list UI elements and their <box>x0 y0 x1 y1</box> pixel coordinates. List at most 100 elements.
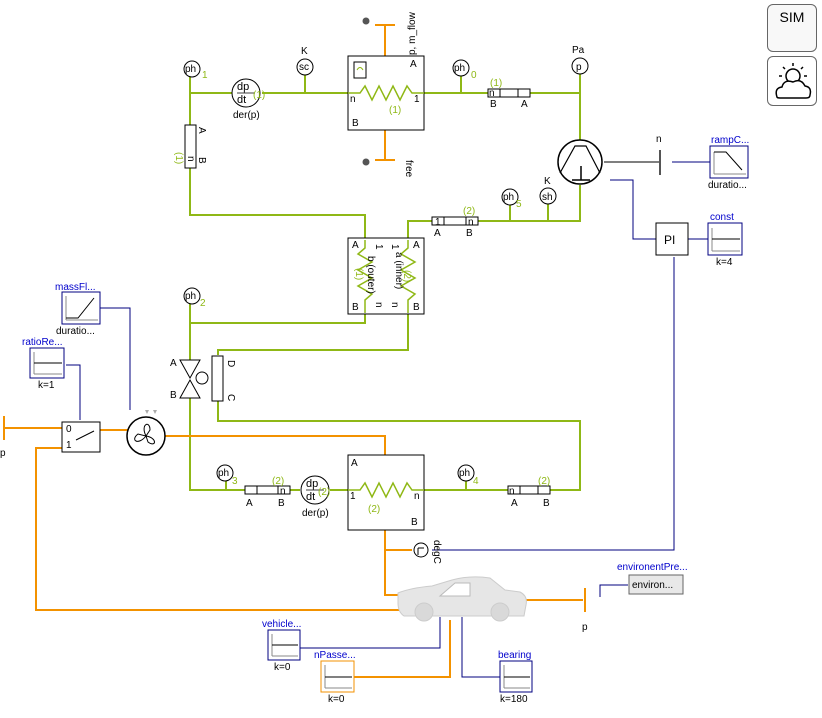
heat-line-fan-cond[interactable] <box>165 435 386 455</box>
ihx-port-a-right: A <box>413 240 420 251</box>
fluid-line-ihx-outer-bottom[interactable] <box>189 313 366 360</box>
ph-sensor-0[interactable]: ph 0 <box>452 59 477 93</box>
subcooling-unit: K <box>301 46 308 57</box>
signal-ratio-switch[interactable] <box>66 364 81 420</box>
evaporator-index: (1) <box>389 105 401 116</box>
fluid-connections <box>189 92 581 491</box>
constant-block[interactable]: const k=4 <box>707 212 743 268</box>
passengers-constant[interactable]: nPasse... k=0 <box>314 650 356 705</box>
valve-upper-index: (1) <box>173 152 184 164</box>
valve-upper-port-a: A <box>196 127 207 134</box>
ph-sensor-1[interactable]: ph 1 <box>183 60 208 93</box>
ramp-block[interactable]: rampC... duratio... <box>708 135 749 191</box>
shaft-connection: n <box>604 134 662 175</box>
signal-pi-compressor[interactable] <box>610 179 656 240</box>
switch-label-1: 1 <box>66 440 72 451</box>
ph-sensor-1-label: ph <box>185 64 196 75</box>
pipe-3[interactable]: (2) n A B <box>244 476 291 509</box>
valve-upper-port-n: n <box>185 156 196 162</box>
vehicle-cabin[interactable] <box>397 576 527 622</box>
ph-sensor-2-index: 2 <box>200 298 206 309</box>
pipe-4-port-b: B <box>543 498 550 509</box>
pipe-4-port-n: n <box>509 486 515 497</box>
pipe-1[interactable]: (1) n B A <box>487 78 531 110</box>
fluid-line-valve-c[interactable] <box>217 400 581 491</box>
weather-button[interactable] <box>767 56 817 106</box>
environment-button[interactable]: environ... <box>632 580 673 591</box>
ph-sensor-5-label: ph <box>503 192 514 203</box>
passengers-param: k=0 <box>328 694 345 705</box>
four-way-valve[interactable]: A B C D <box>170 355 236 402</box>
pipe-4[interactable]: (2) n A B <box>507 476 551 509</box>
signal-degc-pi[interactable] <box>432 257 675 551</box>
condenser[interactable]: A B 1 n (2) <box>347 454 425 531</box>
compressor[interactable] <box>557 139 603 185</box>
fluid-line-pipe2-ihx[interactable] <box>407 220 432 240</box>
heat-line-npass[interactable] <box>354 620 451 678</box>
derivative-lower-label: der(p) <box>302 508 329 519</box>
ramp-param: duratio... <box>708 180 747 191</box>
temperature-sensor[interactable]: degC <box>385 540 442 564</box>
evaporator-upper[interactable]: A B n 1 (1) p, m_flow free <box>347 11 425 178</box>
signal-vehicle[interactable] <box>300 617 441 649</box>
environment-pressure[interactable]: environentPre... environ... <box>617 562 688 595</box>
fluid-line-compressor-out[interactable] <box>478 185 581 222</box>
sim-button[interactable]: SIM <box>767 4 817 52</box>
subcooling-label: sc <box>299 62 309 73</box>
vehicle-speed-constant[interactable]: vehicle... k=0 <box>262 619 301 673</box>
input-switch[interactable]: 0 1 <box>61 421 101 453</box>
pipe-3-port-b: B <box>278 498 285 509</box>
ph-sensor-4[interactable]: ph 4 <box>457 464 479 490</box>
pipe-2-port-1: 1 <box>435 217 441 228</box>
mass-flow-ramp[interactable]: massFl... duratio... <box>55 282 101 337</box>
boundary-left[interactable]: p <box>0 416 6 459</box>
pressure-sensor[interactable]: p Pa <box>571 45 589 93</box>
fluid-line-left-down[interactable] <box>189 168 366 240</box>
ihx-index-2: (2) <box>401 270 412 282</box>
signal-env[interactable] <box>599 584 628 597</box>
ph-sensor-2[interactable]: ph 2 <box>183 287 206 323</box>
derivative-block-lower[interactable]: dp dt der(p) (2) <box>300 475 330 519</box>
heat-line-cond-car[interactable] <box>384 530 430 596</box>
fluid-line-pipe1-sensor[interactable] <box>530 92 581 143</box>
superheat-unit: K <box>544 176 551 187</box>
ihx-port-a-left: A <box>352 240 359 251</box>
pipe-1-port-a: A <box>521 99 528 110</box>
boundary-right[interactable]: p <box>582 588 588 633</box>
internal-heat-exchanger[interactable]: A A B B 1 1 n n b (outer) a (inner) (1) … <box>347 237 425 315</box>
ph-sensor-4-label: ph <box>459 468 470 479</box>
signal-mass-fan[interactable] <box>100 307 131 410</box>
ph-sensor-5-index: 5 <box>516 199 522 210</box>
bearing-param: k=180 <box>500 694 528 705</box>
pressure-sensor-unit: Pa <box>572 45 585 56</box>
pipe-2[interactable]: (2) 1 n A B <box>431 206 479 239</box>
evaporator-mflow-label: p, m_flow <box>407 11 418 55</box>
derivative-upper-index: (1) <box>253 90 265 101</box>
superheat-label: sh <box>542 192 553 203</box>
pipe-1-port-b: B <box>490 99 497 110</box>
ihx-port-1-right: 1 <box>389 244 400 250</box>
ratio-constant[interactable]: ratioRe... k=1 <box>22 337 65 391</box>
bearing-constant[interactable]: bearing k=180 <box>498 650 533 705</box>
valve4-port-d: D <box>225 360 236 367</box>
condenser-port-1: 1 <box>350 491 356 502</box>
pipe-1-index: (1) <box>490 78 502 89</box>
valve4-port-c: C <box>225 394 236 401</box>
ph-sensor-3[interactable]: ph 3 <box>216 464 238 490</box>
pipe-3-index: (2) <box>272 476 284 487</box>
condenser-port-a: A <box>351 458 358 469</box>
signal-bearing[interactable] <box>461 617 500 678</box>
ratio-param: k=1 <box>38 380 55 391</box>
condenser-fan[interactable] <box>126 410 166 456</box>
pipe-3-port-n: n <box>280 486 286 497</box>
pi-controller[interactable]: PI <box>655 222 689 256</box>
ph-sensor-0-index: 0 <box>471 70 477 81</box>
expansion-valve-upper[interactable]: A B n (1) <box>173 124 207 169</box>
superheat-sensor[interactable]: sh K <box>539 176 557 221</box>
valve4-port-a: A <box>170 358 177 369</box>
derivative-block-upper[interactable]: dp dt der(p) (1) <box>231 78 265 121</box>
ph-sensor-5[interactable]: ph 5 <box>501 188 522 221</box>
subcooling-sensor[interactable]: sc K <box>296 46 314 93</box>
fluid-line-ihx-inner-bottom[interactable] <box>217 313 409 355</box>
pipe-3-port-a: A <box>246 498 253 509</box>
